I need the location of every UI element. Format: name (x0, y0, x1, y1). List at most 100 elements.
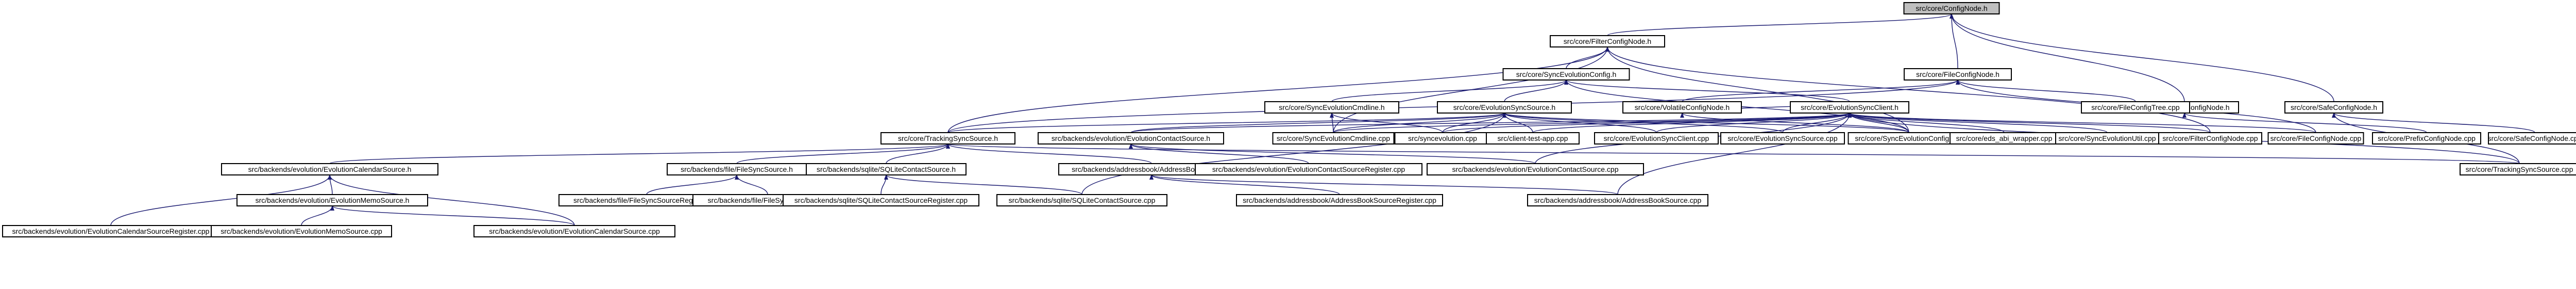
node-label: src/core/TrackingSyncSource.h (898, 134, 998, 142)
file-node[interactable]: src/backends/addressbook/AddressBookSour… (1527, 194, 1708, 206)
file-node[interactable]: src/backends/evolution/EvolutionMemoSour… (236, 194, 428, 206)
node-box (1790, 101, 1909, 114)
file-node[interactable]: src/core/SyncEvolutionCmdline.cpp (1272, 132, 1395, 145)
node-box (1502, 68, 1630, 81)
file-node[interactable]: src/syncevolution.cpp (1394, 132, 1491, 145)
node-label: src/core/EvolutionSyncSource.cpp (1727, 134, 1837, 142)
node-label: src/core/SafeConfigNode.cpp (2488, 134, 2576, 142)
node-label: src/backends/addressbook/AddressBookSour… (1072, 165, 1231, 173)
file-node[interactable]: src/core/FileConfigNode.cpp (2267, 132, 2364, 145)
file-node[interactable]: src/core/SyncEvolutionUtil.cpp (2055, 132, 2159, 145)
node-label: src/backends/sqlite/SQLiteContactSourceR… (794, 196, 968, 204)
dependency-edge (1680, 113, 1909, 133)
node-label: src/core/VolatileConfigNode.h (1635, 103, 1730, 111)
file-node[interactable]: src/core/SafeConfigNode.cpp (2488, 132, 2576, 145)
node-layer: src/core/ConfigNode.h src/core/FilterConf… (2, 2, 2576, 237)
file-node[interactable]: src/backends/file/FileSyncSource.h (667, 163, 807, 175)
node-label: src/backends/file/FileSyncSource.h (681, 165, 793, 173)
node-label: src/core/SafeConfigNode.h (2291, 103, 2377, 111)
node-label: src/backends/evolution/EvolutionMemoSour… (256, 196, 410, 204)
file-node[interactable]: src/core/EvolutionSyncClient.cpp (1594, 132, 1719, 145)
node-box (473, 225, 675, 237)
file-node[interactable]: src/backends/sqlite/SQLiteContactSourceR… (783, 194, 979, 206)
node-label: src/core/FilterConfigNode.cpp (2162, 134, 2258, 142)
node-label: src/core/TrackingSyncSource.cpp (2466, 165, 2573, 173)
node-box (783, 194, 979, 206)
dependency-edge (1130, 113, 1852, 133)
file-node[interactable]: src/core/eds_abi_wrapper.cpp (1950, 132, 2059, 145)
file-node[interactable]: src/backends/addressbook/AddressBookSour… (1236, 194, 1443, 206)
file-node[interactable]: src/core/EvolutionSyncSource.h (1437, 101, 1572, 114)
file-node[interactable]: src/core/SyncEvolutionCmdline.h (1264, 101, 1399, 114)
node-label: src/core/PrefixConfigNode.cpp (2378, 134, 2476, 142)
dependency-edge (2182, 113, 2427, 133)
file-node[interactable]: src/core/EvolutionSyncClient.h (1790, 101, 1909, 114)
dependency-edge (1848, 113, 2005, 133)
file-node[interactable]: src/core/FilterConfigNode.cpp (2158, 132, 2262, 145)
dependency-edge (946, 143, 2520, 164)
file-node[interactable]: src/backends/evolution/EvolutionContactS… (1038, 132, 1224, 145)
dependency-edge (1950, 13, 2334, 102)
node-box (2488, 132, 2576, 145)
node-box (1527, 194, 1708, 206)
node-label: src/backends/evolution/EvolutionContactS… (1452, 165, 1619, 173)
node-label: src/core/EvolutionSyncSource.h (1453, 103, 1555, 111)
node-label: src/backends/evolution/EvolutionContactS… (1052, 134, 1210, 142)
file-node[interactable]: src/backends/evolution/EvolutionContactS… (1195, 163, 1422, 175)
dependency-edge (329, 143, 950, 164)
file-node[interactable]: src/core/TrackingSyncSource.h (880, 132, 1015, 145)
node-label: src/core/EvolutionSyncClient.cpp (1604, 134, 1709, 142)
file-node[interactable]: src/core/FileConfigTree.cpp (2081, 101, 2190, 114)
dependency-edge (1442, 113, 1852, 133)
file-node[interactable]: src/backends/file/FileSyncSourceRegister… (558, 194, 735, 206)
node-box (1903, 2, 2000, 14)
file-node[interactable]: src/backends/evolution/EvolutionCalendar… (2, 225, 219, 237)
file-node[interactable]: src/core/EvolutionSyncSource.cpp (1720, 132, 1845, 145)
file-node[interactable]: src/core/PrefixConfigNode.cpp (2372, 132, 2481, 145)
node-label: src/core/eds_abi_wrapper.cpp (1956, 134, 2053, 142)
dependency-edge (1330, 113, 1443, 133)
node-label: src/backends/evolution/EvolutionMemoSour… (221, 227, 382, 235)
node-box (806, 163, 967, 175)
node-label: src/backends/sqlite/SQLiteContactSource.… (817, 165, 956, 173)
node-box (1904, 68, 2012, 81)
file-node[interactable]: src/core/FileConfigNode.h (1904, 68, 2012, 81)
node-box (1594, 132, 1719, 145)
file-node[interactable]: src/backends/sqlite/SQLiteContactSource.… (996, 194, 1167, 206)
file-node[interactable]: src/backends/evolution/EvolutionCalendar… (473, 225, 675, 237)
file-node[interactable]: src/client-test-app.cpp (1486, 132, 1580, 145)
node-box (1550, 35, 1665, 47)
dependency-edge (2332, 113, 2535, 133)
node-box (1720, 132, 1845, 145)
dependency-edge (946, 143, 1152, 164)
file-node[interactable]: src/core/FilterConfigNode.h (1550, 35, 1665, 47)
dependency-edge (1149, 174, 1340, 195)
file-node[interactable]: src/backends/sqlite/SQLiteContactSource.… (806, 163, 967, 175)
node-box (1486, 132, 1580, 145)
node-box (880, 132, 1015, 145)
file-node[interactable]: src/core/SyncEvolutionConfig.cpp (1848, 132, 1970, 145)
file-node[interactable]: src/core/SyncEvolutionConfig.h (1502, 68, 1630, 81)
node-label: src/core/EvolutionSyncClient.h (1801, 103, 1899, 111)
dependency-edge (1848, 113, 2108, 133)
dependency-edge (1848, 113, 2211, 133)
dependency-edge (1532, 113, 1852, 133)
file-node[interactable]: src/backends/evolution/EvolutionMemoSour… (211, 225, 392, 237)
node-box (211, 225, 392, 237)
dependency-edge (1129, 143, 1536, 164)
edge-layer (110, 13, 2535, 226)
node-box (1272, 132, 1395, 145)
node-box (1236, 194, 1443, 206)
file-node[interactable]: src/backends/evolution/EvolutionContactS… (1427, 163, 1644, 175)
file-node[interactable]: src/core/SafeConfigNode.h (2284, 101, 2383, 114)
file-node[interactable]: src/core/VolatileConfigNode.h (1622, 101, 1742, 114)
node-box (1437, 101, 1572, 114)
file-node[interactable]: src/core/TrackingSyncSource.cpp (2460, 163, 2576, 175)
node-box (1038, 132, 1224, 145)
dependency-edge (1605, 46, 1909, 133)
node-label: src/backends/file/FileSyncSourceRegister… (573, 196, 720, 204)
file-node[interactable]: src/backends/evolution/EvolutionCalendar… (221, 163, 438, 175)
graph-root-node[interactable]: src/core/ConfigNode.h (1903, 2, 2000, 14)
node-box (2267, 132, 2364, 145)
